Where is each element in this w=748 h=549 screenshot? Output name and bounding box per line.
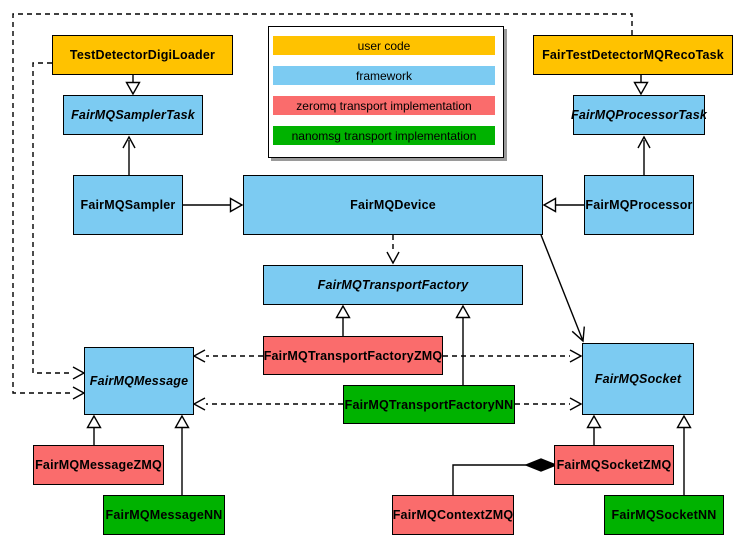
edge-fairmqtransportfactorynn-creates-fairmqmessage xyxy=(192,397,343,411)
edge-fairmqdevice-uses-fairmqsocket xyxy=(540,234,585,343)
node-label: FairMQTransportFactoryNN xyxy=(344,397,514,412)
node-fairmqsocketzmq: FairMQSocketZMQ xyxy=(554,445,674,485)
node-fairmqprocessortask: FairMQProcessorTask xyxy=(570,95,708,135)
edge-fairmqtransportfactoryzmq-creates-fairmqsocket xyxy=(443,349,583,363)
node-fairmqtransportfactory: FairMQTransportFactory xyxy=(263,265,523,305)
edge-fairmqtransportfactorynn-creates-fairmqsocket xyxy=(515,397,583,411)
edge-fairmqsocketzmq-extends-fairmqsocket xyxy=(586,414,602,445)
edge-fairmqprocessor-extends-fairmqdevice xyxy=(542,197,584,213)
edge-fairmqtransportfactoryzmq-extends-fairmqtransportfactory xyxy=(335,304,351,336)
node-fairmqtransportfactoryzmq: FairMQTransportFactoryZMQ xyxy=(263,336,443,375)
node-fairtestdetectormqrecotask: FairTestDetectorMQRecoTask xyxy=(533,35,733,75)
node-label: FairMQSocketZMQ xyxy=(556,458,672,472)
node-label: FairMQContextZMQ xyxy=(392,508,514,522)
legend-item-framework: framework xyxy=(273,66,495,85)
legend-item-zeromq: zeromq transport implementation xyxy=(273,96,495,115)
edge-fairmqsampler-uses-fairmqsamplertask xyxy=(122,135,136,175)
legend-item-nanomsg: nanomsg transport implementation xyxy=(273,126,495,145)
node-fairmqtransportfactorynn: FairMQTransportFactoryNN xyxy=(343,385,515,424)
legend-label: user code xyxy=(357,38,411,53)
node-label: FairMQSampler xyxy=(80,198,176,212)
edge-fairmqprocessor-uses-fairmqprocessortask xyxy=(637,135,651,175)
node-label: FairMQTransportFactoryZMQ xyxy=(263,348,443,363)
node-fairmqmessage: FairMQMessage xyxy=(84,347,194,415)
edge-fairtestdetectormqrecotask-extends-fairmqprocessortask xyxy=(633,75,649,96)
legend-label: framework xyxy=(355,68,412,83)
node-fairmqdevice: FairMQDevice xyxy=(243,175,543,235)
node-fairmqmessagezmq: FairMQMessageZMQ xyxy=(33,445,164,485)
node-label: FairMQMessageNN xyxy=(105,508,223,522)
edge-fairmqsocketnn-extends-fairmqsocket xyxy=(676,414,692,495)
node-label: FairMQDevice xyxy=(350,198,436,212)
edge-fairmqtransportfactorynn-extends-fairmqtransportfactory xyxy=(455,304,471,385)
node-fairmqsampler: FairMQSampler xyxy=(73,175,183,235)
legend-item-user-code: user code xyxy=(273,36,495,55)
legend-label: nanomsg transport implementation xyxy=(291,128,477,143)
node-label: FairMQMessage xyxy=(89,374,189,388)
edge-fairmqdevice-uses-fairmqtransportfactory xyxy=(386,235,400,265)
node-fairmqcontextzmq: FairMQContextZMQ xyxy=(392,495,514,535)
node-label: TestDetectorDigiLoader xyxy=(69,48,216,62)
node-fairmqprocessor: FairMQProcessor xyxy=(584,175,694,235)
node-label: FairTestDetectorMQRecoTask xyxy=(542,48,724,62)
node-label: FairMQSamplerTask xyxy=(71,108,195,122)
edge-fairmqmessagenn-extends-fairmqmessage xyxy=(174,414,190,495)
edge-fairmqmessagezmq-extends-fairmqmessage xyxy=(86,414,102,445)
edge-fairmqtransportfactoryzmq-creates-fairmqmessage xyxy=(192,349,263,363)
node-testdetectordigiloader: TestDetectorDigiLoader xyxy=(52,35,233,75)
node-fairmqmessagenn: FairMQMessageNN xyxy=(103,495,225,535)
node-label: FairMQProcessorTask xyxy=(570,108,708,122)
edge-testdetectordigiloader-extends-fairmqsamplertask xyxy=(125,75,141,96)
node-fairmqsamplertask: FairMQSamplerTask xyxy=(63,95,203,135)
node-label: FairMQProcessor xyxy=(585,198,693,212)
node-fairmqsocket: FairMQSocket xyxy=(582,343,694,415)
edge-fairmqsampler-extends-fairmqdevice xyxy=(183,197,244,213)
node-label: FairMQSocketNN xyxy=(611,508,717,522)
node-label: FairMQMessageZMQ xyxy=(35,458,162,472)
legend: user code framework zeromq transport imp… xyxy=(268,26,504,158)
node-fairmqsocketnn: FairMQSocketNN xyxy=(604,495,724,535)
legend-label: zeromq transport implementation xyxy=(296,98,472,113)
node-label: FairMQTransportFactory xyxy=(317,278,469,292)
edge-fairmqsocketzmq-aggregates-fairmqcontextzmq xyxy=(452,458,558,495)
node-label: FairMQSocket xyxy=(594,372,682,386)
